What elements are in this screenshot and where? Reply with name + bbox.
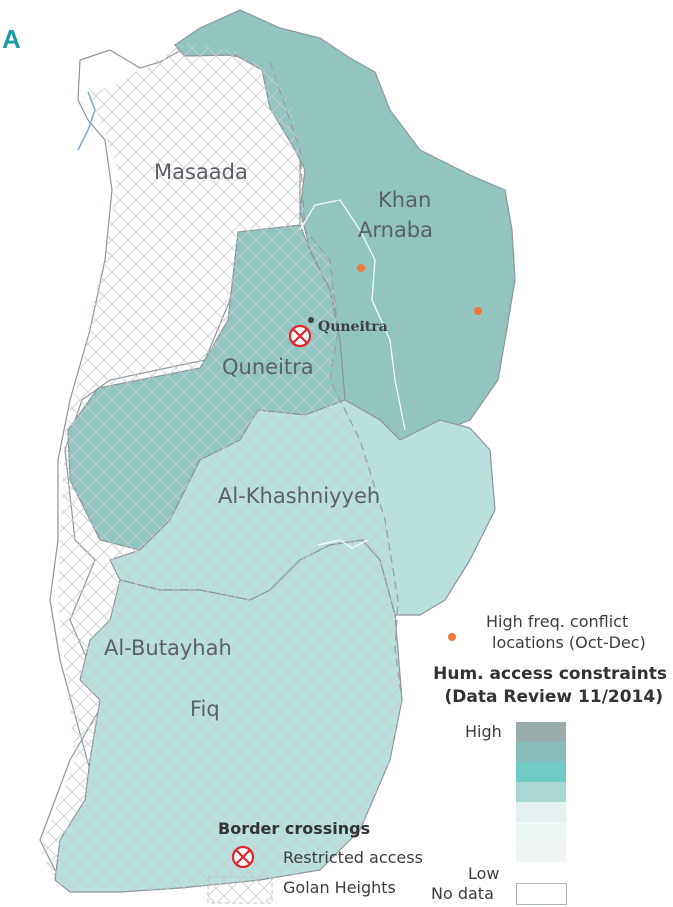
legend-scale-low: Low [468, 864, 500, 883]
legend-conflict-1: High freq. conflict [486, 612, 629, 631]
legend-conflict-2: locations (Oct-Dec) [492, 633, 646, 652]
label-khan-arnaba-2: Arnaba [358, 218, 434, 242]
legend-scale-swatch [516, 802, 566, 822]
legend-restricted-icon [231, 845, 255, 869]
label-al-butayhah: Al-Butayhah [104, 636, 232, 660]
legend-golan-swatch [207, 876, 273, 904]
legend-restricted-access: Restricted access [283, 848, 423, 867]
city-label-quneitra: Quneitra [318, 319, 388, 335]
legend-scale-swatch [516, 782, 566, 802]
legend-title-2: (Data Review 11/2014) [444, 687, 663, 707]
legend-scale-swatch [516, 762, 566, 782]
legend-golan-heights: Golan Heights [283, 878, 396, 897]
legend-scale-swatch [516, 742, 566, 762]
legend-scale-high: High [465, 722, 502, 741]
legend-border-crossings-title: Border crossings [218, 819, 371, 838]
golan-heights-boundary [269, 61, 403, 701]
label-fiq: Fiq [190, 697, 220, 721]
label-masaada: Masaada [154, 160, 248, 184]
internal-line [299, 199, 406, 431]
river [77, 91, 96, 151]
legend-conflict-dot [448, 633, 456, 641]
legend-title-1: Hum. access constraints [433, 664, 667, 684]
legend-no-data-label: No data [431, 884, 494, 903]
internal-line [317, 539, 369, 549]
legend-scale-swatch [516, 842, 566, 862]
restricted-crossing-icon [288, 324, 312, 348]
legend-scale-swatch [516, 822, 566, 842]
legend-no-data-swatch [516, 883, 567, 905]
label-al-khashniyyeh: Al-Khashniyyeh [218, 484, 381, 508]
legend-scale-swatch [516, 722, 566, 742]
label-quneitra-district: Quneitra [222, 355, 314, 379]
panel-letter: A [2, 24, 21, 54]
conflict-dot [357, 264, 365, 272]
town-dot [308, 317, 314, 323]
label-khan-arnaba-1: Khan [378, 188, 432, 212]
conflict-dot [474, 307, 482, 315]
